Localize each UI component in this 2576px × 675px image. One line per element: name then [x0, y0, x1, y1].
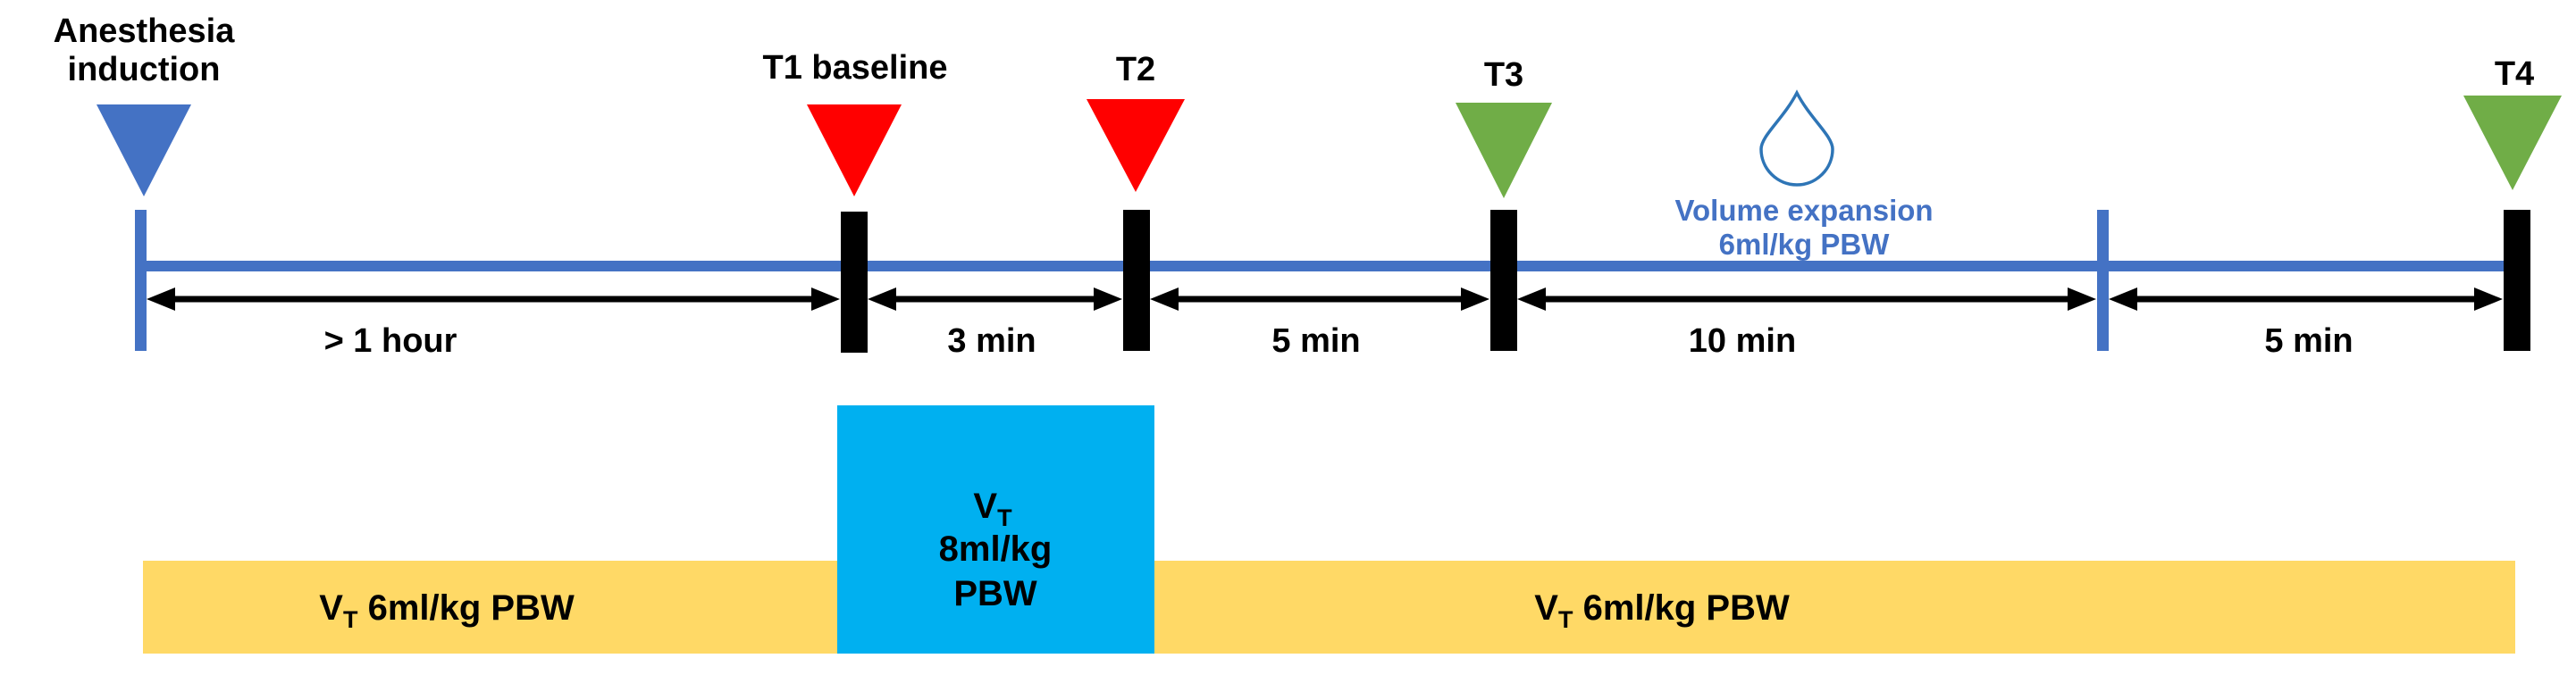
vt-8-box: [837, 405, 1154, 654]
vt-right-rest: 6ml/kg PBW: [1573, 588, 1790, 628]
induction-tick: [135, 210, 147, 351]
volume-expansion-title: Volume expansion: [1674, 194, 1933, 227]
interval-arrow-2-right-head: [1094, 288, 1122, 311]
induction-label-line2: induction: [68, 51, 221, 88]
vt-middle-subscript: T: [997, 504, 1012, 531]
induction-label-line1: Anesthesia: [54, 12, 236, 50]
vt-middle-label-line1: VT: [973, 487, 1012, 531]
t4-triangle-icon: [2463, 96, 2562, 190]
t2-tick: [1123, 210, 1150, 351]
t4-tick: [2504, 210, 2530, 351]
t1-tick: [841, 212, 868, 353]
t2-label: T2: [1116, 51, 1155, 88]
vt-right-v: V: [1534, 588, 1558, 628]
vt-left-rest: 6ml/kg PBW: [357, 588, 575, 628]
timeline-axis: [138, 261, 2515, 271]
interval-label-5: 5 min: [2264, 322, 2353, 360]
t3-tick: [1490, 210, 1517, 351]
interval-label-1: > 1 hour: [324, 322, 457, 360]
vt-right-label: VT 6ml/kg PBW: [1534, 588, 1790, 633]
interval-arrow-3-left-head: [1150, 288, 1179, 311]
interval-arrow-2-left-head: [868, 288, 896, 311]
vt-left-label: VT 6ml/kg PBW: [319, 588, 575, 633]
vt-6-band-right: [1154, 561, 2515, 654]
induction-triangle-icon: [96, 104, 191, 196]
t1-triangle-icon: [807, 104, 902, 196]
vt-6-band-left: [143, 561, 837, 654]
interval-arrow-5-right-head: [2474, 288, 2503, 311]
interval-label-2: 3 min: [947, 322, 1036, 360]
volume-end-tick: [2097, 210, 2109, 351]
t3-triangle-icon: [1456, 103, 1552, 198]
interval-arrow-5-left-head: [2109, 288, 2137, 311]
interval-arrows: [147, 288, 2503, 311]
droplet-icon: [1759, 89, 1834, 187]
volume-expansion-dose: 6ml/kg PBW: [1719, 228, 1891, 261]
interval-arrow-1-left-head: [147, 288, 175, 311]
t4-label: T4: [2495, 55, 2534, 93]
vt-left-subscript: T: [343, 606, 358, 633]
vt-middle-v: V: [973, 487, 997, 526]
interval-label-3: 5 min: [1271, 322, 1360, 360]
interval-arrow-4-left-head: [1517, 288, 1546, 311]
interval-arrow-4-right-head: [2068, 288, 2096, 311]
t2-triangle-icon: [1087, 99, 1185, 192]
interval-label-4: 10 min: [1689, 322, 1796, 360]
interval-arrow-3-right-head: [1461, 288, 1489, 311]
vt-right-subscript: T: [1558, 606, 1573, 633]
t3-label: T3: [1484, 56, 1523, 94]
interval-arrow-1-right-head: [811, 288, 840, 311]
vt-left-v: V: [319, 588, 343, 628]
t1-label: T1 baseline: [763, 49, 948, 87]
vt-middle-label-line2: 8ml/kg: [939, 529, 1053, 569]
vt-middle-label-line3: PBW: [953, 574, 1037, 613]
